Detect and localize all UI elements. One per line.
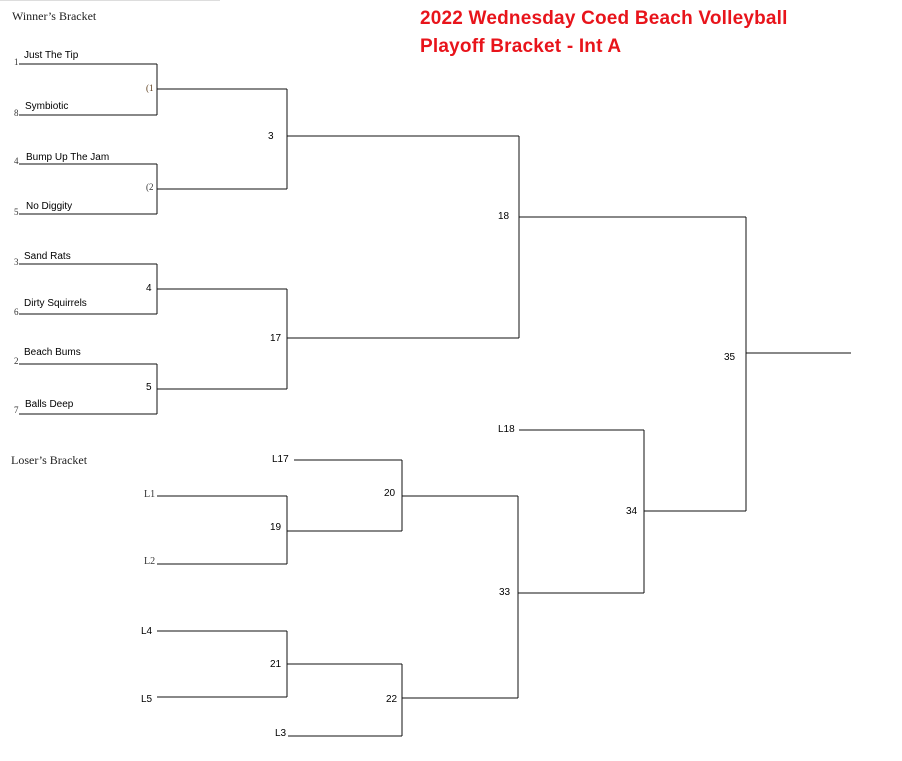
loser-entry: L2 [144, 556, 156, 567]
losers-bracket-label: Loser’s Bracket [11, 453, 88, 467]
team-name: Balls Deep [25, 399, 74, 410]
match-33-connector [517, 496, 644, 698]
game-number: (1 [146, 83, 154, 93]
game-number: 22 [386, 694, 398, 705]
loser-entry: L17 [272, 454, 289, 465]
team-name: Beach Bums [24, 347, 81, 358]
match-18-connector [518, 136, 746, 338]
seed-number: 7 [14, 405, 19, 415]
match-5-connector [19, 363, 287, 415]
team-name: No Diggity [26, 201, 73, 212]
game-number: 21 [270, 659, 282, 670]
seed-number: 1 [14, 57, 19, 67]
loser-entry: L4 [141, 626, 153, 637]
team-name: Dirty Squirrels [24, 298, 87, 309]
match-35-connector [745, 217, 851, 511]
game-number: 18 [498, 211, 510, 222]
team-name: Bump Up The Jam [26, 152, 110, 163]
game-number: 20 [384, 488, 396, 499]
match-2-connector [19, 163, 287, 215]
match-20-connector [294, 459, 518, 531]
match-21-connector [157, 630, 402, 698]
winners-bracket-label: Winner’s Bracket [12, 9, 97, 23]
match-3-connector [286, 89, 519, 189]
seed-number: 4 [14, 156, 19, 166]
game-number: (2 [146, 182, 154, 192]
seed-number: 5 [14, 207, 19, 217]
game-number: 35 [724, 352, 736, 363]
game-number: 3 [268, 131, 274, 142]
match-4-connector [19, 263, 287, 315]
game-number: 19 [270, 522, 282, 533]
game-number: 34 [626, 506, 638, 517]
team-name: Symbiotic [25, 101, 69, 112]
game-number: 17 [270, 333, 282, 344]
match-19-connector [157, 495, 402, 565]
match-22-connector [288, 664, 518, 737]
seed-number: 6 [14, 307, 19, 317]
bracket-title-line-1: 2022 Wednesday Coed Beach Volleyball [420, 8, 788, 29]
match-34-connector [519, 429, 746, 593]
team-name: Sand Rats [24, 251, 71, 262]
game-number: 4 [146, 283, 152, 294]
loser-entry: L18 [498, 424, 515, 435]
bracket-title-line-2: Playoff Bracket - Int A [420, 36, 622, 57]
seed-number: 8 [14, 108, 19, 118]
seed-number: 2 [14, 356, 19, 366]
loser-entry: L1 [144, 489, 156, 500]
match-17-connector [286, 289, 519, 389]
game-number: 33 [499, 587, 511, 598]
loser-entry: L5 [141, 694, 153, 705]
team-name: Just The Tip [24, 50, 79, 61]
match-1-connector [19, 63, 287, 116]
game-number: 5 [146, 382, 152, 393]
seed-number: 3 [14, 257, 19, 267]
loser-entry: L3 [275, 728, 287, 739]
